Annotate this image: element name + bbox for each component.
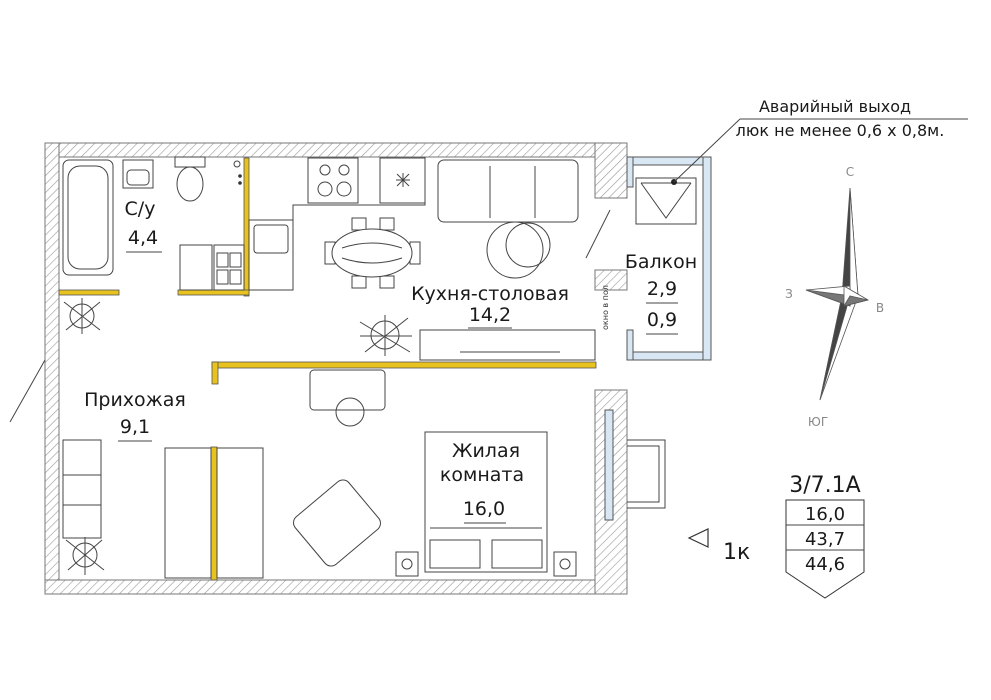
- hallway-area: 9,1: [120, 416, 150, 438]
- bath-wall-partition: [243, 157, 250, 297]
- balcony-area: 2,9: [647, 278, 677, 300]
- kitchen-name: Кухня-столовая: [411, 283, 569, 305]
- wall-bottom: [44, 579, 628, 595]
- kitchen-sink: [253, 224, 289, 254]
- sink-bowl: [126, 169, 150, 186]
- apartment-summary: 1к 3/7.1А 16,0 43,7 44,6: [687, 473, 865, 599]
- balcony-name: Балкон: [625, 251, 697, 273]
- compass-west: З: [785, 287, 793, 301]
- living-name-line1: Жилая: [452, 440, 520, 462]
- shoe-bench: [62, 439, 102, 539]
- compass-north: С: [846, 165, 854, 179]
- toilet-bowl: [176, 166, 204, 202]
- wall-right-top: [594, 142, 628, 199]
- bath-left-partition: [58, 289, 120, 296]
- emergency-exit-callout: Аварийный выход люк не менее 0,6 х 0,8м.: [673, 97, 968, 183]
- valve: [233, 160, 241, 168]
- living-fixtures: [293, 369, 666, 577]
- balcony-door-line: [585, 209, 611, 259]
- tv-unit: [419, 329, 596, 361]
- apartment-rooms-type: 1к: [723, 540, 750, 565]
- bedroom-window: [604, 409, 614, 521]
- dining-table: [331, 228, 413, 278]
- wardrobe-left: [164, 447, 212, 579]
- toilet-tank: [174, 156, 206, 168]
- armchair: [293, 479, 381, 567]
- entrance-arrow-icon: [687, 528, 709, 548]
- bathroom-fixtures: [62, 156, 245, 291]
- kitchen-fixtures: [248, 157, 611, 361]
- compass-east: В: [876, 301, 884, 315]
- plant-icon: [65, 537, 105, 575]
- desk-chair: [335, 397, 365, 427]
- pillow-left: [429, 539, 481, 569]
- balcony-glass-right: [702, 156, 712, 361]
- wall-top: [44, 142, 628, 158]
- wardrobe-partition: [210, 446, 218, 581]
- compass-south: ЮГ: [808, 415, 828, 429]
- bathroom-name: С/у: [125, 198, 156, 220]
- balcony-area-reduced: 0,9: [647, 309, 677, 331]
- bedroom-top-partition: [211, 361, 597, 369]
- area-with-balcony: 44,6: [805, 554, 845, 575]
- partitions: [58, 157, 597, 581]
- kitchen-area: 14,2: [469, 304, 511, 326]
- apartment-code: 3/7.1А: [789, 473, 860, 498]
- bedroom-stub: [211, 361, 219, 385]
- hallway-fixtures: [62, 298, 264, 579]
- nightstand-right: [553, 551, 577, 577]
- emergency-exit-line2: люк не менее 0,6 х 0,8м.: [736, 121, 945, 140]
- washing-machine: [179, 244, 213, 291]
- emergency-exit-line1: Аварийный выход: [759, 97, 911, 116]
- stove: [307, 157, 359, 204]
- area-total: 43,7: [805, 529, 845, 550]
- hallway-name: Прихожая: [84, 389, 186, 411]
- balcony-glass-bottom: [626, 351, 712, 361]
- sofa: [437, 159, 579, 223]
- wall-left: [44, 142, 60, 594]
- living-name-line2: комната: [440, 464, 524, 486]
- nightstand-left: [395, 551, 419, 577]
- bathroom-area: 4,4: [128, 227, 158, 249]
- emergency-hatch: [635, 177, 697, 225]
- desk: [309, 369, 386, 411]
- entrance-door-line: [9, 359, 46, 423]
- compass-rose: С ЮГ В З: [785, 165, 884, 429]
- wardrobe-right: [216, 447, 264, 579]
- coffee-table: [486, 221, 544, 279]
- window-note: окно в пол: [601, 285, 610, 330]
- pillow-right: [491, 539, 543, 569]
- balcony: [626, 156, 712, 361]
- bathtub-inner: [67, 165, 109, 270]
- plant-icon: [63, 298, 101, 334]
- bath-bottom-partition: [177, 289, 250, 296]
- wall-right-pier: [594, 269, 628, 291]
- area-living: 16,0: [805, 504, 845, 525]
- plant-icon: [359, 315, 412, 356]
- living-area: 16,0: [463, 498, 505, 520]
